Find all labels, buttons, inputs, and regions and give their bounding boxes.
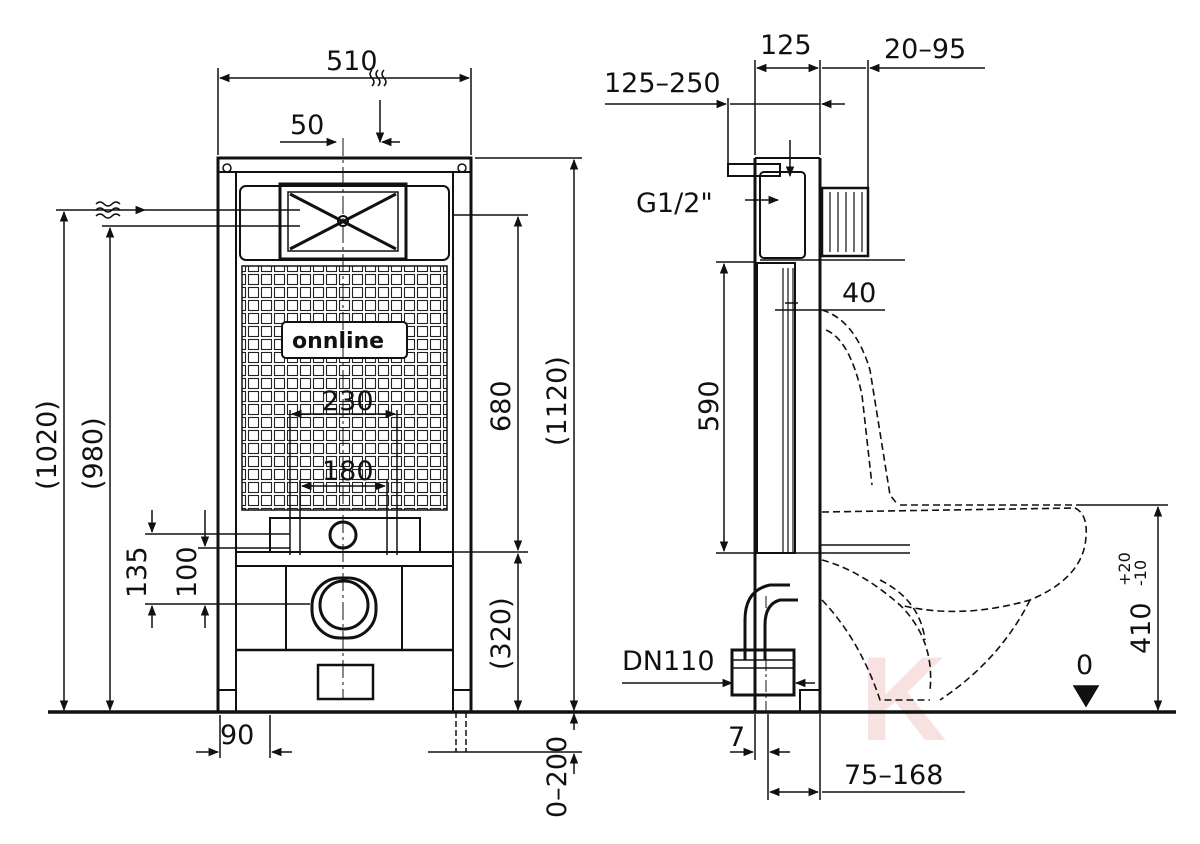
floor-level-label: 0: [1076, 650, 1093, 681]
seat-tol-plus-label: +20: [1115, 552, 1134, 586]
front-dimensions: [56, 68, 582, 774]
pipe-label: DN110: [622, 646, 715, 677]
seat-height-label: 410: [1126, 602, 1157, 654]
depth-label: 125: [760, 30, 812, 61]
water-inlet-icon: [95, 69, 387, 219]
bolt-spacing-inner-label: 180: [322, 456, 374, 487]
inlet-height-2-label: (980): [78, 417, 109, 490]
side-tank-height-label: 590: [694, 380, 725, 432]
side-dimensions: [605, 60, 1168, 800]
width-label: 510: [326, 46, 378, 77]
inlet-height-1-label: (1020): [32, 400, 63, 490]
leg-extension-label: 0–200: [542, 736, 573, 818]
foot-width-label: 90: [220, 720, 254, 751]
seat-tol-minus-label: -10: [1131, 560, 1150, 586]
supply-range-label: 125–250: [604, 68, 721, 99]
frame-outer: [216, 156, 473, 714]
toilet-pan: [821, 309, 1088, 701]
wall-adjust-label: 20–95: [884, 34, 966, 65]
front-view: [216, 138, 473, 714]
bolt-spacing-outer-label: 230: [322, 386, 374, 417]
thread-label: G1/2": [636, 188, 713, 219]
tank-height-label: 680: [486, 380, 517, 432]
side-view: [727, 157, 910, 713]
bolt-height-label: (320): [486, 597, 517, 670]
drain-offset-1-label: 135: [122, 546, 153, 598]
pan-range-label: 75–168: [844, 760, 943, 791]
pipe-offset-label: 50: [290, 110, 324, 141]
wall-gap-label: 40: [842, 278, 876, 309]
drain-offset-2-label: 100: [172, 546, 203, 598]
logo-text: onnline: [292, 329, 384, 354]
cistern-grid: [241, 265, 448, 511]
watermark: K: [860, 632, 947, 766]
floor-gap-label: 7: [728, 722, 745, 753]
frame-height-label: (1120): [542, 356, 573, 446]
